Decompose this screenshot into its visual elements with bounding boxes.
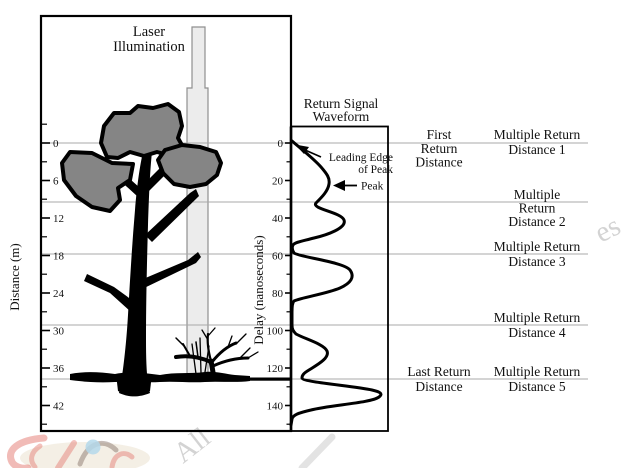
first-return-line3: Distance <box>415 155 462 170</box>
distance-tick-0: 0 <box>53 138 59 150</box>
multiple-return-distance-1-label: Multiple Return Distance 1 <box>494 127 581 157</box>
return-signal-waveform-curve <box>289 139 383 427</box>
distance-tick-6: 6 <box>53 176 59 188</box>
watermark-diagonal-stroke <box>298 433 336 468</box>
mrd2-line1: Multiple <box>514 187 561 202</box>
mrd5-line1: Multiple Return <box>494 364 581 379</box>
delay-tick-140: 140 <box>267 401 284 413</box>
distance-axis-title: Distance (m) <box>7 243 22 311</box>
leading-edge-label-line1: Leading Edge <box>329 152 393 164</box>
multiple-return-distance-4-label: Multiple Return Distance 4 <box>494 310 581 340</box>
multiple-return-distance-3-label: Multiple Return Distance 3 <box>494 239 581 269</box>
first-return-distance-label: First Return Distance <box>415 127 462 170</box>
watermark-all-text: All <box>168 421 217 468</box>
delay-axis-ticks <box>285 142 291 425</box>
waveform-title-line2: Waveform <box>313 109 370 124</box>
canopy-right <box>156 143 223 189</box>
watermark-blue-dot <box>85 439 101 455</box>
delay-axis-title: Delay (nanoseconds) <box>251 235 266 344</box>
laser-title-line1: Laser <box>133 24 165 40</box>
tree-illustration <box>60 102 292 397</box>
last-return-line1: Last Return <box>407 364 471 379</box>
mrd4-line1: Multiple Return <box>494 310 581 325</box>
delay-tick-100: 100 <box>267 326 284 338</box>
waveform-title-line1: Return Signal <box>304 96 379 111</box>
watermark-logo <box>7 433 336 468</box>
delay-tick-20: 20 <box>272 176 284 188</box>
peak-label: Peak <box>361 181 384 193</box>
distance-tick-18: 18 <box>53 251 65 263</box>
distance-tick-24: 24 <box>53 288 65 300</box>
delay-axis-labels: 0 20 40 60 80 100 120 140 <box>267 138 284 413</box>
last-return-distance-label: Last Return Distance <box>407 364 471 394</box>
laser-title-line2: Illumination <box>113 39 185 55</box>
delay-tick-120: 120 <box>267 363 284 375</box>
distance-tick-12: 12 <box>53 213 64 225</box>
ground-band <box>70 371 250 383</box>
laser-illumination-title: Laser Illumination <box>113 24 185 55</box>
mrd1-line2: Distance 1 <box>508 142 565 157</box>
canopy-left <box>60 150 135 213</box>
canopy-center <box>99 102 185 160</box>
mrd4-line2: Distance 4 <box>508 325 566 340</box>
mrd2-line3: Distance 2 <box>508 214 565 229</box>
delay-tick-0: 0 <box>278 138 284 150</box>
tree-trunk <box>119 152 152 397</box>
watermark-red-curl-2 <box>109 451 135 468</box>
leading-edge-label-line2: of Peak <box>358 164 393 176</box>
mrd1-line1: Multiple Return <box>494 127 581 142</box>
mrd2-line2: Return <box>519 201 556 216</box>
multiple-return-distance-2-label: Multiple Return Distance 2 <box>508 187 565 229</box>
leading-edge-annotation: Leading Edge of Peak <box>295 144 393 176</box>
watermark-red-curl <box>29 443 43 468</box>
last-return-line2: Distance <box>415 379 462 394</box>
leading-edge-arrow-shaft <box>304 149 322 158</box>
branch-upper-right <box>145 189 199 242</box>
ground-extension <box>250 377 292 381</box>
mrd3-line1: Multiple Return <box>494 239 581 254</box>
return-signal-waveform-title: Return Signal Waveform <box>304 96 379 124</box>
first-return-line1: First <box>427 127 452 142</box>
branch-lower-left <box>84 274 136 312</box>
understory-shrub <box>174 327 259 382</box>
watermark-tan-blob <box>20 442 150 468</box>
distance-tick-36: 36 <box>53 363 65 375</box>
multiple-return-distance-5-label: Multiple Return Distance 5 <box>494 364 581 394</box>
watermark-es-text: es <box>590 210 626 249</box>
watermark-red-stroke <box>55 440 77 468</box>
delay-tick-80: 80 <box>272 288 284 300</box>
branch-lower-right <box>136 252 201 290</box>
watermark-red-swirl <box>7 434 48 468</box>
distance-tick-30: 30 <box>53 326 65 338</box>
mrd5-line2: Distance 5 <box>508 379 566 394</box>
trunk-base <box>116 374 152 395</box>
distance-tick-42: 42 <box>53 401 64 413</box>
distance-axis-labels: 0 6 12 18 24 30 36 42 <box>53 138 65 413</box>
return-distance-labels: First Return Distance Multiple Return Di… <box>407 127 580 394</box>
peak-annotation: Peak <box>333 180 384 193</box>
delay-tick-40: 40 <box>272 213 284 225</box>
first-return-line2: Return <box>421 141 458 156</box>
distance-axis-ticks <box>41 123 50 425</box>
leading-edge-arrowhead <box>295 144 309 154</box>
delay-tick-60: 60 <box>272 251 284 263</box>
mrd3-line2: Distance 3 <box>508 254 566 269</box>
peak-arrowhead <box>333 180 345 191</box>
